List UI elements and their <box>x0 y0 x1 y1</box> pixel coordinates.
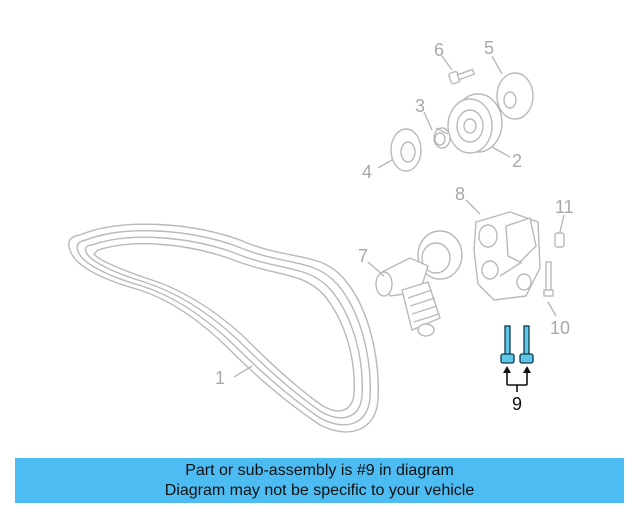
leader-line-8 <box>465 199 481 215</box>
leader-bracket-9 <box>503 366 531 392</box>
parts-diagram: 1 2 3 4 5 6 <box>68 38 574 433</box>
callout-4: 4 <box>362 162 372 182</box>
callout-1: 1 <box>215 368 225 388</box>
callout-5: 5 <box>484 38 494 58</box>
stud-part-10 <box>543 261 554 297</box>
leader-line-3 <box>423 111 433 131</box>
callout-11: 11 <box>555 197 574 217</box>
caption-line-disclaimer: Diagram may not be specific to your vehi… <box>164 481 475 499</box>
callout-10: 10 <box>550 318 570 338</box>
callout-6: 6 <box>434 40 444 60</box>
dust-cap-part-5 <box>496 72 534 120</box>
info-caption-bar: Part or sub-assembly is #9 in diagram Di… <box>15 458 624 503</box>
leader-line-6 <box>441 55 453 71</box>
bolt-part-3 <box>433 127 451 149</box>
caption-line-part: Part or sub-assembly is #9 in diagram <box>185 461 454 479</box>
bracket-part-8 <box>473 211 541 301</box>
spacer-part-4 <box>390 128 422 172</box>
tensioner-part-7 <box>375 230 463 337</box>
callout-9: 9 <box>512 394 522 414</box>
leader-line-4 <box>377 159 393 169</box>
callout-2: 2 <box>512 151 522 171</box>
idler-pulley-part-2 <box>447 93 503 154</box>
leader-line-10 <box>547 301 557 317</box>
leader-line-1 <box>233 365 253 378</box>
belt-part-1 <box>68 223 379 433</box>
leader-line-7 <box>367 261 385 277</box>
callout-8: 8 <box>455 184 465 204</box>
callout-7: 7 <box>358 246 368 266</box>
dowel-part-11 <box>554 232 565 248</box>
highlighted-bolts-part-9 <box>500 325 534 364</box>
leader-line-2 <box>491 146 511 158</box>
leader-line-5 <box>491 55 503 75</box>
small-bolt-part-6 <box>448 68 476 85</box>
callout-3: 3 <box>415 96 425 116</box>
leader-line-11 <box>559 214 565 233</box>
